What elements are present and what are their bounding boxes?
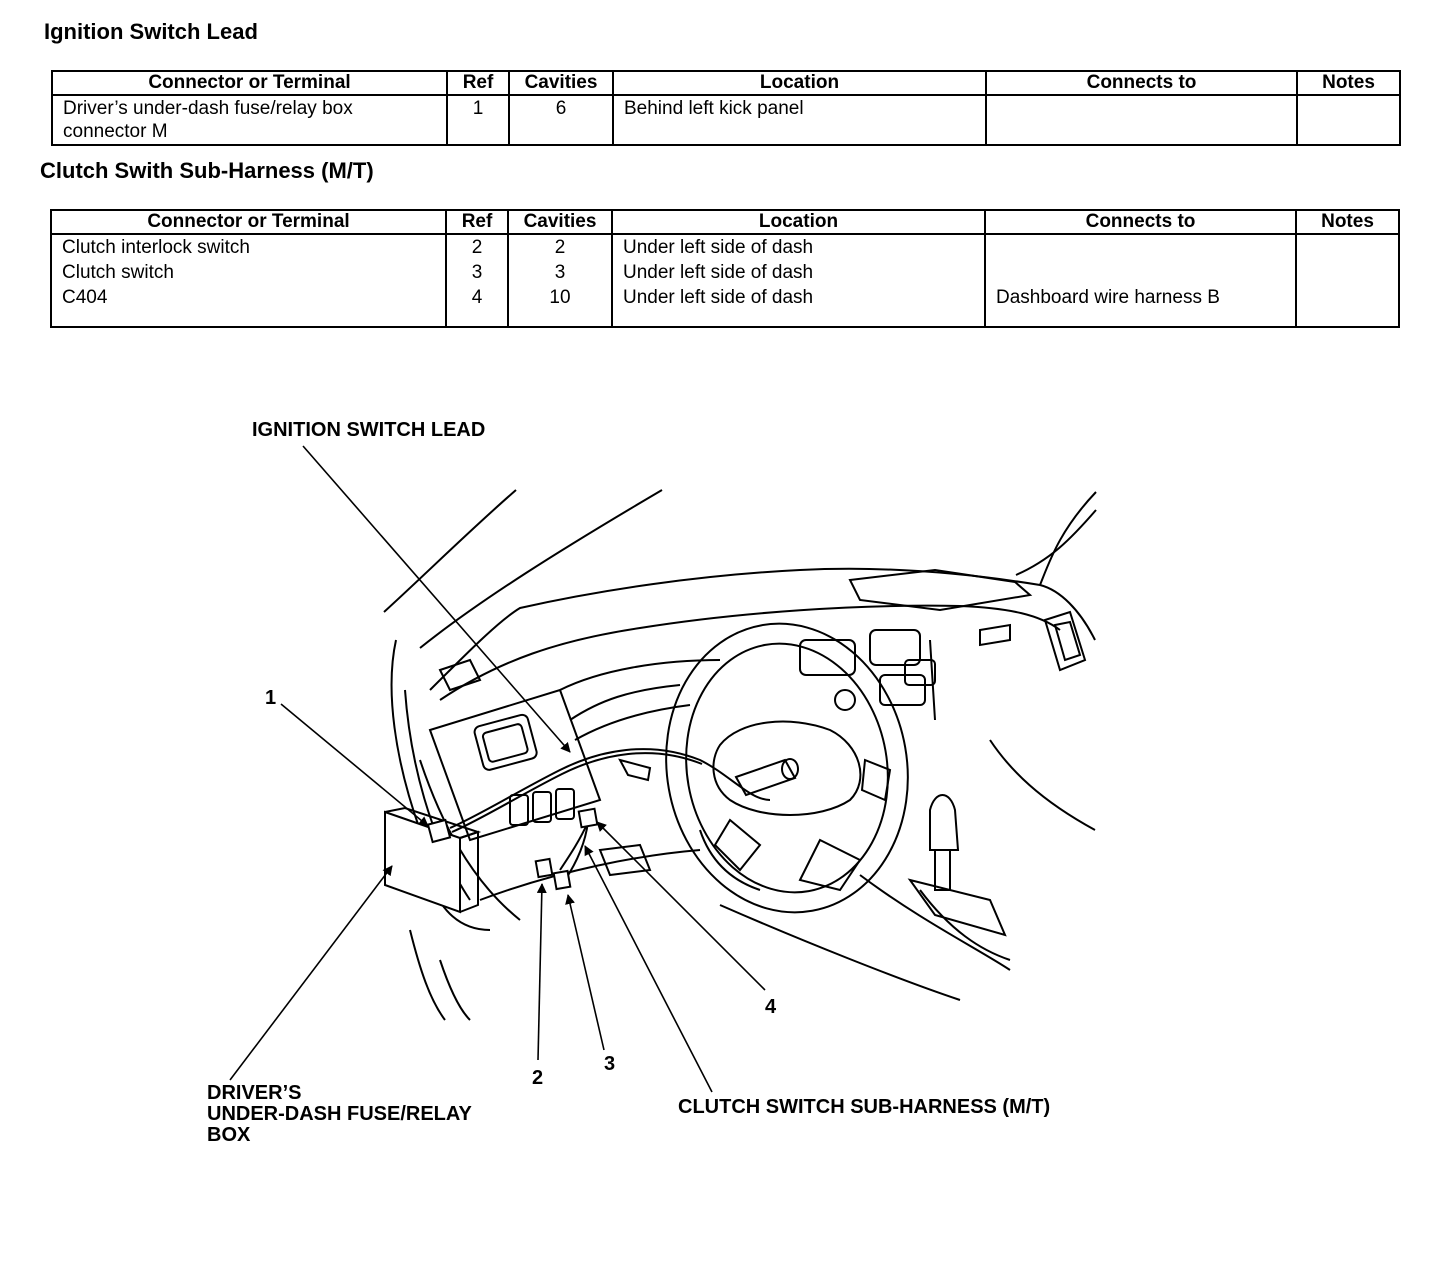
dashboard-top <box>429 567 1096 701</box>
table-row: Driver’s under-dash fuse/relay box conne… <box>51 95 1401 145</box>
table-row: Clutch switch 3 3 Under left side of das… <box>50 260 1400 285</box>
cell-notes <box>1295 285 1400 327</box>
label-ignition-switch-lead: IGNITION SWITCH LEAD <box>252 419 486 441</box>
table-header-row: Connector or Terminal Ref Cavities Locat… <box>51 71 1401 96</box>
cell-ref: 4 <box>445 285 509 327</box>
label-ref-1: 1 <box>265 687 277 709</box>
cell-connects-to: Dashboard wire harness B <box>984 285 1297 327</box>
center-stack <box>799 610 1096 831</box>
col-header-ref: Ref <box>445 210 509 235</box>
leader-ref-1 <box>280 703 429 827</box>
leader-ref-2 <box>536 883 547 1061</box>
col-header-notes: Notes <box>1296 71 1401 96</box>
table-row: C404 4 10 Under left side of dash Dashbo… <box>50 285 1400 327</box>
leader-ref-4 <box>596 821 766 991</box>
table-row: Clutch interlock switch 2 2 Under left s… <box>50 234 1400 260</box>
leader-clutch-harness <box>584 845 713 1093</box>
cell-notes <box>1295 234 1400 260</box>
label-fuse-box-line1: DRIVER’S <box>207 1082 302 1104</box>
col-header-connects-to: Connects to <box>984 210 1297 235</box>
clutch-connector-table: Connector or Terminal Ref Cavities Locat… <box>50 209 1400 328</box>
cell-connects-to <box>984 260 1297 285</box>
label-ref-3: 3 <box>604 1053 616 1075</box>
a-pillar-lines <box>383 489 1097 901</box>
cell-ref: 1 <box>446 95 510 145</box>
cell-ref: 3 <box>445 260 509 285</box>
cell-location: Under left side of dash <box>611 260 986 285</box>
col-header-connector: Connector or Terminal <box>50 210 447 235</box>
cell-cavities: 6 <box>508 95 614 145</box>
cell-connects-to <box>985 95 1298 145</box>
label-fuse-box-line2: UNDER-DASH FUSE/RELAY <box>207 1103 472 1125</box>
leader-ref-3 <box>565 894 605 1051</box>
ignition-connector-table: Connector or Terminal Ref Cavities Locat… <box>51 70 1401 146</box>
clutch-section-title: Clutch Swith Sub-Harness (M/T) <box>40 158 374 183</box>
instrument-cluster <box>559 659 721 741</box>
col-header-location: Location <box>611 210 986 235</box>
col-header-cavities: Cavities <box>508 71 614 96</box>
label-fuse-box-line3: BOX <box>207 1124 251 1146</box>
cell-location: Under left side of dash <box>611 285 986 327</box>
col-header-connector: Connector or Terminal <box>51 71 448 96</box>
cell-notes <box>1296 95 1401 145</box>
leader-fuse-box <box>229 865 393 1081</box>
label-clutch-switch-sub-harness: CLUTCH SWITCH SUB-HARNESS (M/T) <box>678 1096 1051 1118</box>
col-header-connects-to: Connects to <box>985 71 1298 96</box>
cell-connects-to <box>984 234 1297 260</box>
cell-cavities: 3 <box>507 260 613 285</box>
clutch-harness <box>534 807 599 891</box>
label-fuse-relay-box: DRIVER’S UNDER-DASH FUSE/RELAY BOX <box>207 1083 472 1146</box>
cell-location: Behind left kick panel <box>612 95 987 145</box>
cell-cavities: 10 <box>507 285 613 327</box>
gear-shifter <box>907 794 1011 961</box>
cell-ref: 2 <box>445 234 509 260</box>
cell-location: Under left side of dash <box>611 234 986 260</box>
cell-connector: Driver’s under-dash fuse/relay box conne… <box>51 95 448 145</box>
col-header-ref: Ref <box>446 71 510 96</box>
cell-notes <box>1295 260 1400 285</box>
cell-connector: Clutch switch <box>50 260 447 285</box>
col-header-location: Location <box>612 71 987 96</box>
ignition-switch-lead-harness <box>426 748 771 844</box>
col-header-notes: Notes <box>1295 210 1400 235</box>
lower-dash <box>409 849 1011 1021</box>
col-header-cavities: Cavities <box>507 210 613 235</box>
leader-lines <box>229 445 766 1093</box>
cell-connector: Clutch interlock switch <box>50 234 447 260</box>
label-ref-2: 2 <box>532 1067 544 1089</box>
steering-wheel <box>665 622 909 914</box>
table-header-row: Connector or Terminal Ref Cavities Locat… <box>50 210 1400 235</box>
cell-cavities: 2 <box>507 234 613 260</box>
ignition-section-title: Ignition Switch Lead <box>44 19 258 44</box>
cell-connector: C404 <box>50 285 447 327</box>
leader-ignition-lead <box>302 445 571 753</box>
label-ref-4: 4 <box>765 996 777 1018</box>
